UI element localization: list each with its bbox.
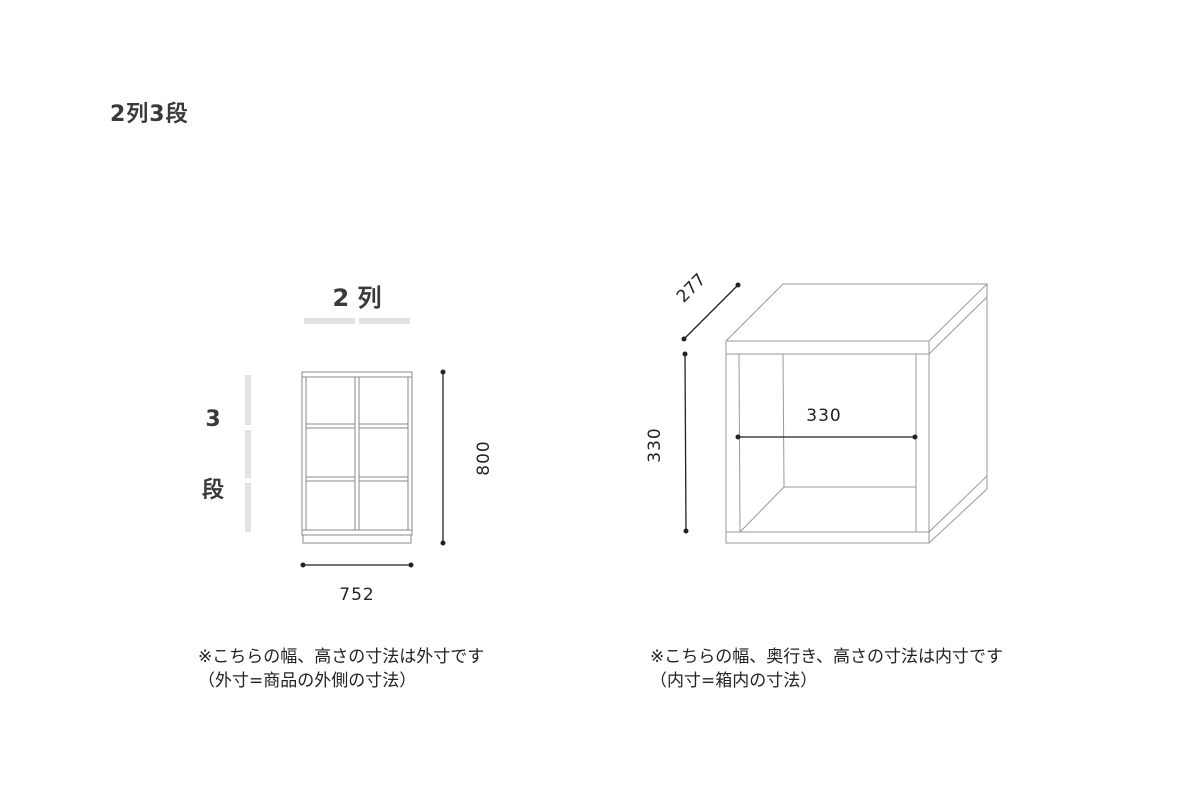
page-title: 2列3段 bbox=[110, 102, 189, 127]
cabinet-2x3 bbox=[301, 371, 413, 544]
right-note: ※こちらの幅、奥行き、高さの寸法は内寸です （内寸=箱内の寸法） bbox=[650, 645, 1003, 693]
height-dimension-line bbox=[440, 369, 446, 546]
inner-width-dim-label: 330 bbox=[806, 406, 841, 426]
right-note-line1: ※こちらの幅、奥行き、高さの寸法は内寸です bbox=[650, 647, 1004, 667]
left-note: ※こちらの幅、高さの寸法は外寸です （外寸=商品の外側の寸法） bbox=[198, 645, 484, 693]
rows-number: 3 bbox=[205, 407, 220, 432]
width-dimension-line bbox=[300, 562, 414, 568]
columns-label: 2 列 bbox=[332, 284, 381, 312]
inner-height-dim-label: 330 bbox=[645, 427, 665, 462]
depth-dim-label: 277 bbox=[673, 270, 710, 307]
rows-unit: 段 bbox=[202, 477, 224, 503]
depth-dimension-line bbox=[681, 282, 741, 342]
cube-box bbox=[725, 283, 989, 544]
inner-width-dimension-line bbox=[735, 434, 918, 440]
left-note-line2: （外寸=商品の外側の寸法） bbox=[198, 671, 417, 691]
right-note-line2: （内寸=箱内の寸法） bbox=[650, 671, 818, 691]
width-dim-label: 752 bbox=[339, 585, 374, 605]
row-indicator-bars bbox=[245, 375, 251, 532]
height-dim-label: 800 bbox=[474, 440, 494, 475]
column-indicator-bars bbox=[304, 318, 410, 324]
inner-height-dimension-line bbox=[682, 351, 689, 534]
left-note-line1: ※こちらの幅、高さの寸法は外寸です bbox=[198, 647, 485, 667]
